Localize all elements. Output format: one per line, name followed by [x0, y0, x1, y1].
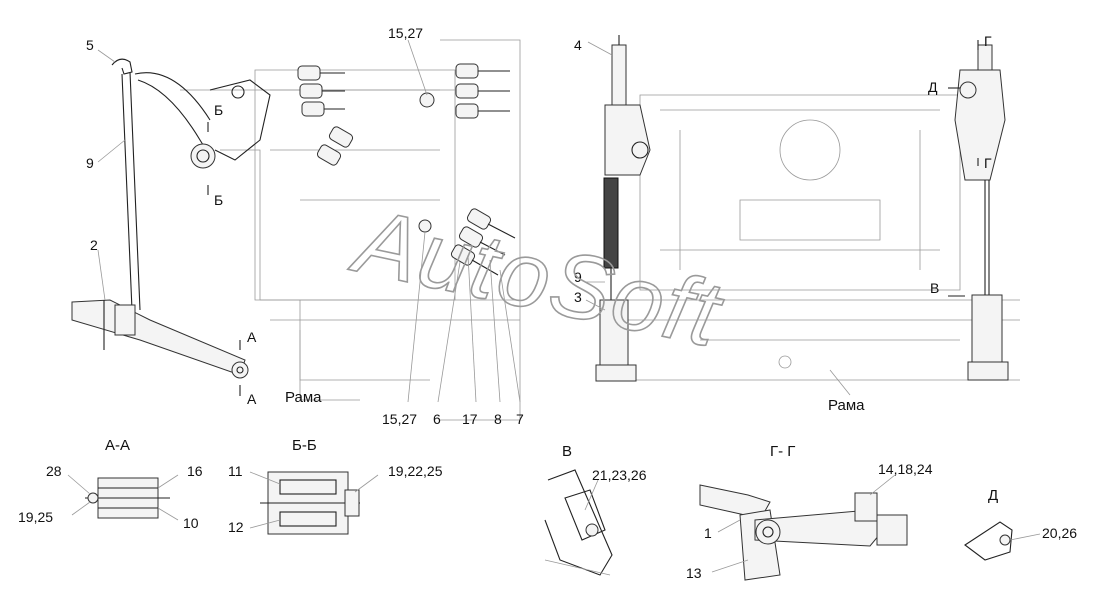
detail-d-title: Д	[988, 487, 998, 504]
screw-group-top	[297, 65, 354, 166]
detail-v-label-21-23-26: 21,23,26	[592, 467, 647, 483]
detail-gg-label-13: 13	[686, 565, 702, 581]
section-mark-a-top: А	[247, 329, 257, 345]
section-mark-v: В	[930, 280, 939, 296]
watermark-text: AutoSoft	[343, 189, 731, 367]
section-mark-g-mid: Г	[984, 155, 992, 171]
detail-aa-label-10: 10	[183, 515, 199, 531]
detail-aa-label-19-25: 19,25	[18, 509, 53, 525]
detail-gg-label-1: 1	[704, 525, 712, 541]
callout-4: 4	[574, 37, 582, 53]
detail-aa-label-28: 28	[46, 463, 62, 479]
detail-bb-title: Б-Б	[292, 437, 317, 454]
section-mark-g-top: Г	[984, 33, 992, 49]
detail-v-title: В	[562, 443, 572, 460]
detail-d-label-20-26: 20,26	[1042, 525, 1077, 541]
frame-label-right: Рама	[828, 397, 865, 414]
section-mark-b-bottom: Б	[214, 192, 223, 208]
section-mark-d: Д	[928, 79, 938, 95]
right-view	[585, 35, 1020, 396]
left-view	[71, 39, 521, 421]
callout-5: 5	[86, 37, 94, 53]
detail-v	[544, 469, 613, 576]
callout-6: 6	[433, 411, 441, 427]
callout-9-mid: 9	[574, 269, 582, 285]
callout-17: 17	[462, 411, 478, 427]
detail-bb-label-12: 12	[228, 519, 244, 535]
detail-d	[964, 521, 1041, 561]
detail-gg	[699, 474, 908, 581]
callout-7: 7	[516, 411, 524, 427]
detail-aa	[67, 474, 179, 521]
callout-9-left: 9	[86, 155, 94, 171]
detail-gg-title: Г- Г	[770, 443, 795, 460]
detail-bb-label-19-22-25: 19,22,25	[388, 463, 443, 479]
section-mark-b-top: Б	[214, 102, 223, 118]
screw-group-lower	[418, 208, 516, 276]
screw-group-right	[419, 63, 510, 119]
callout-2: 2	[90, 237, 98, 253]
callout-15-27-bottom: 15,27	[382, 411, 417, 427]
detail-aa-title: А-А	[105, 437, 130, 454]
detail-bb-label-11: 11	[228, 463, 243, 479]
callout-8: 8	[494, 411, 502, 427]
frame-label-left: Рама	[285, 389, 322, 406]
detail-aa-label-16: 16	[187, 463, 203, 479]
detail-gg-label-14-18-24: 14,18,24	[878, 461, 933, 477]
callout-15-27-top: 15,27	[388, 25, 423, 41]
callout-3: 3	[574, 289, 582, 305]
detail-bb	[249, 471, 379, 535]
section-mark-a-bottom: А	[247, 391, 257, 407]
